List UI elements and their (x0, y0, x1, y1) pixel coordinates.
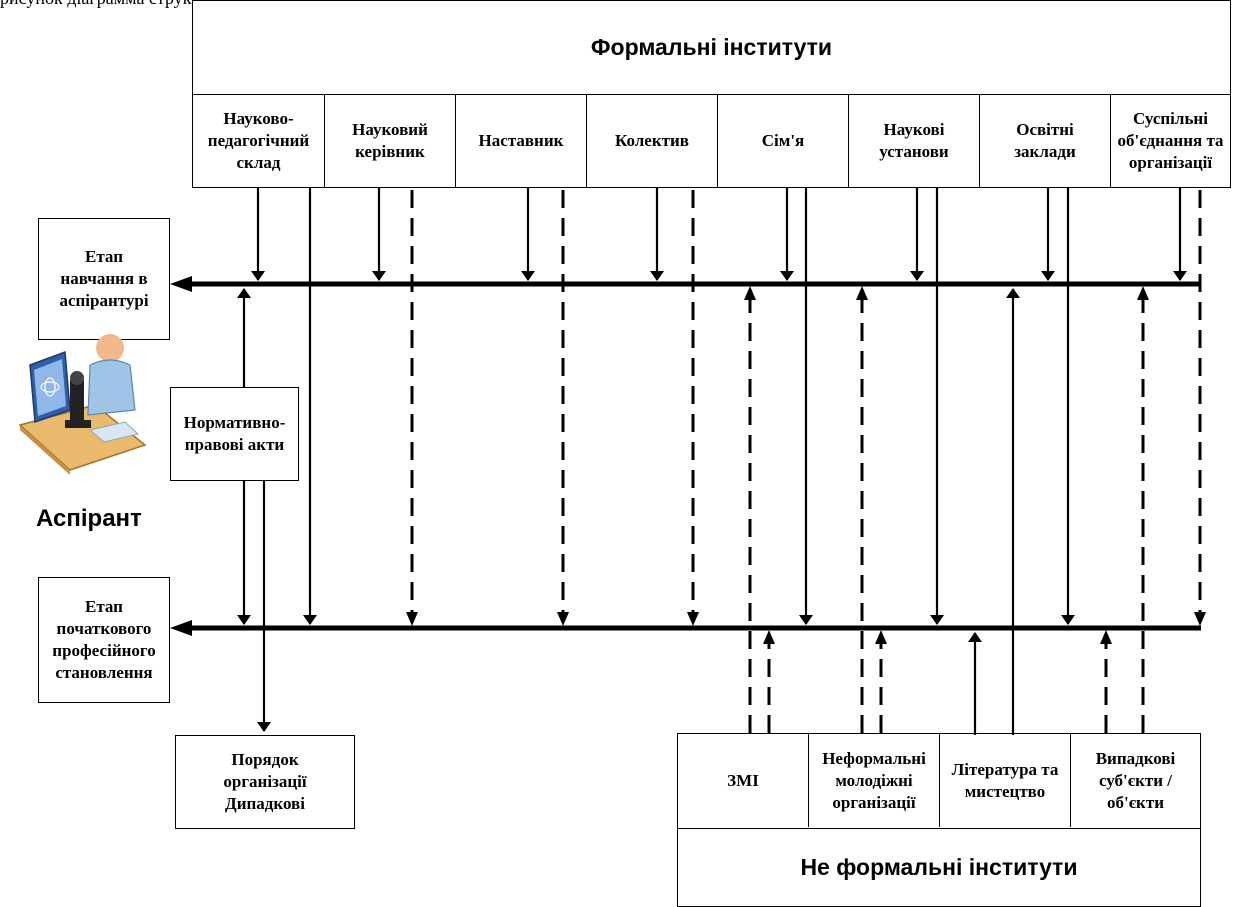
informal-institutions-title: Не формальні інститути (800, 853, 1078, 880)
student-label: Аспірант (36, 505, 142, 532)
formal-institutions-block: Формальні інститути Науково- педагогічни… (192, 0, 1231, 188)
normative-acts-box: Нормативно- правові акти (170, 387, 299, 481)
informal-cell-media: ЗМІ (727, 770, 759, 790)
scientist-with-microscope-icon (18, 334, 147, 475)
formal-cell-collective: Колектив (586, 95, 717, 187)
formal-cell-public-organizations: Суспільні об'єднання та організації (1110, 95, 1230, 187)
formal-cells-row: Науково- педагогічний склад Науковий кер… (193, 95, 1230, 189)
informal-institutions-block: ЗМІ Неформальні молодіжні організації Лі… (677, 733, 1201, 907)
informal-cell-youth-orgs: Неформальні молодіжні організації (808, 734, 939, 827)
formal-cell-supervisor: Науковий керівник (324, 95, 455, 187)
stage-study-box: Етап навчання в аспірантурі (38, 218, 170, 340)
formal-cell-family: Сім'я (717, 95, 848, 187)
formal-cell-pedagogical-staff: Науково- педагогічний склад (207, 109, 310, 172)
formal-cell-educational-institutions: Освітні заклади (979, 95, 1110, 187)
informal-cell-literature-art: Література та мистецтво (939, 734, 1070, 827)
formal-cell-mentor: Наставник (455, 95, 586, 187)
formal-cell-research-institutions: Наукові установи (848, 95, 979, 187)
informal-cells-row: ЗМІ Неформальні молодіжні організації Лі… (678, 734, 1200, 829)
informal-cell-random-subjects: Випадкові суб'єкти / об'єкти (1070, 734, 1200, 827)
stage-initial-box: Етап початкового професійного становленн… (38, 577, 170, 703)
formal-institutions-title: Формальні інститути (193, 1, 1230, 95)
order-box: Порядок організації Дипадкові (175, 735, 355, 829)
top-caption: рисунок діаграмма структура формування (0, 0, 323, 9)
